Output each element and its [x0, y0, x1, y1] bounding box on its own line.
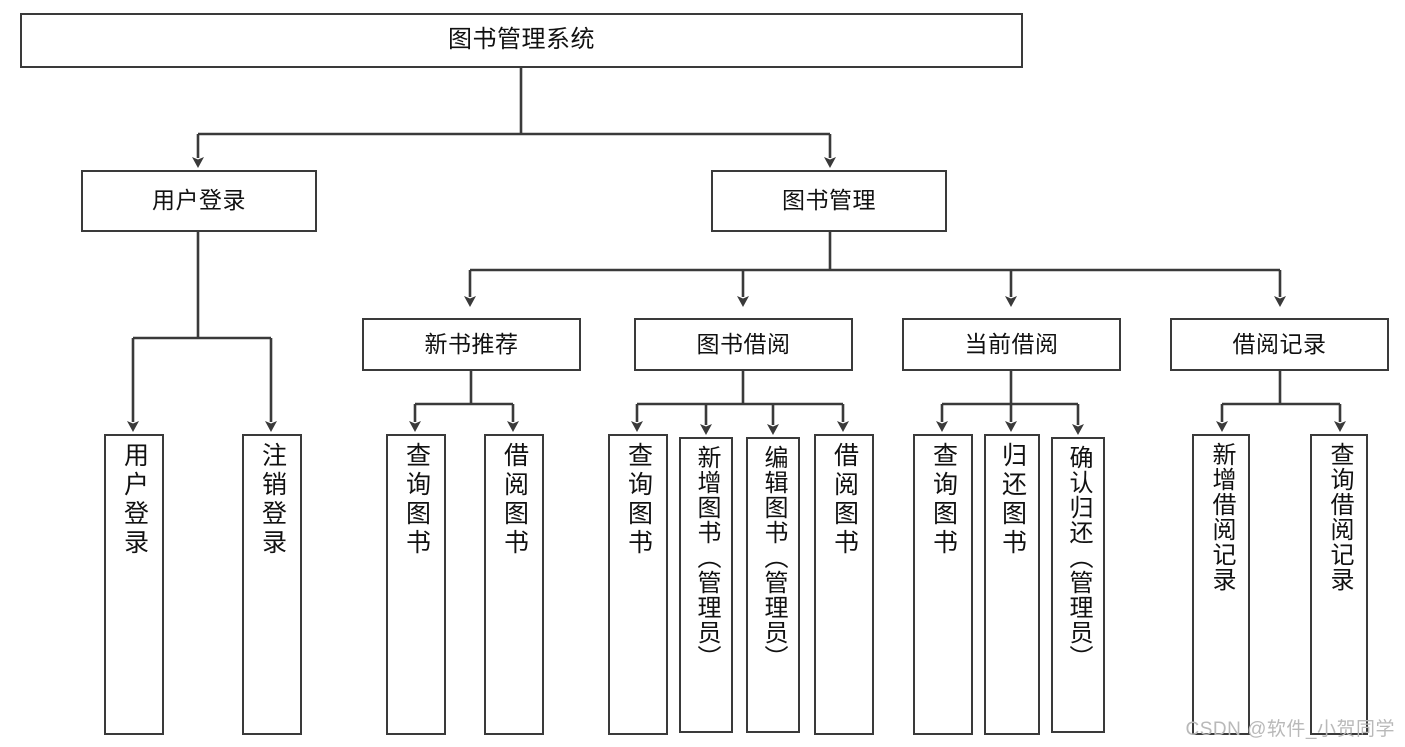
node-leaf-borrow-book-2-label: 借阅图书 [830, 442, 859, 558]
node-leaf-user-login-label: 用户登录 [120, 442, 149, 558]
node-leaf-query-book-1-label: 查询图书 [402, 442, 431, 558]
node-leaf-add-book-label: 新增图书（管理员） [693, 445, 720, 670]
node-leaf-query-book-3[interactable]: 查询图书 [913, 434, 973, 735]
node-leaf-query-book-3-label: 查询图书 [929, 442, 958, 558]
node-leaf-confirm-return[interactable]: 确认归还（管理员） [1051, 437, 1105, 733]
node-leaf-borrow-book-1[interactable]: 借阅图书 [484, 434, 544, 735]
node-leaf-query-record-label: 查询借阅记录 [1326, 442, 1353, 592]
node-leaf-logout[interactable]: 注销登录 [242, 434, 302, 735]
node-leaf-query-book-1[interactable]: 查询图书 [386, 434, 446, 735]
node-book-management[interactable]: 图书管理 [711, 170, 947, 232]
node-leaf-edit-book-label: 编辑图书（管理员） [760, 445, 787, 670]
node-leaf-add-record-label: 新增借阅记录 [1208, 442, 1235, 592]
node-leaf-return-book[interactable]: 归还图书 [984, 434, 1040, 735]
node-leaf-borrow-book-1-label: 借阅图书 [500, 442, 529, 558]
watermark: CSDN @软件_小贺同学 [1185, 719, 1395, 740]
node-root[interactable]: 图书管理系统 [20, 13, 1023, 68]
node-book-borrow-label: 图书借阅 [696, 330, 791, 357]
node-leaf-query-book-2-label: 查询图书 [624, 442, 653, 558]
node-leaf-add-record[interactable]: 新增借阅记录 [1192, 434, 1250, 735]
node-borrow-record[interactable]: 借阅记录 [1170, 318, 1389, 371]
node-borrow-record-label: 借阅记录 [1232, 330, 1327, 357]
node-new-book-recommend-label: 新书推荐 [424, 330, 519, 357]
node-book-management-label: 图书管理 [782, 187, 876, 214]
node-leaf-edit-book[interactable]: 编辑图书（管理员） [746, 437, 800, 733]
node-new-book-recommend[interactable]: 新书推荐 [362, 318, 581, 371]
node-book-borrow[interactable]: 图书借阅 [634, 318, 853, 371]
node-leaf-add-book[interactable]: 新增图书（管理员） [679, 437, 733, 733]
node-leaf-query-record[interactable]: 查询借阅记录 [1310, 434, 1368, 735]
node-leaf-logout-label: 注销登录 [258, 442, 287, 558]
node-leaf-confirm-return-label: 确认归还（管理员） [1065, 445, 1092, 670]
node-leaf-query-book-2[interactable]: 查询图书 [608, 434, 668, 735]
node-user-login-label: 用户登录 [152, 187, 246, 214]
node-leaf-user-login[interactable]: 用户登录 [104, 434, 164, 735]
node-leaf-borrow-book-2[interactable]: 借阅图书 [814, 434, 874, 735]
node-leaf-return-book-label: 归还图书 [998, 442, 1027, 558]
node-user-login[interactable]: 用户登录 [81, 170, 317, 232]
node-current-borrow[interactable]: 当前借阅 [902, 318, 1121, 371]
node-root-label: 图书管理系统 [448, 26, 595, 54]
node-current-borrow-label: 当前借阅 [964, 330, 1059, 357]
